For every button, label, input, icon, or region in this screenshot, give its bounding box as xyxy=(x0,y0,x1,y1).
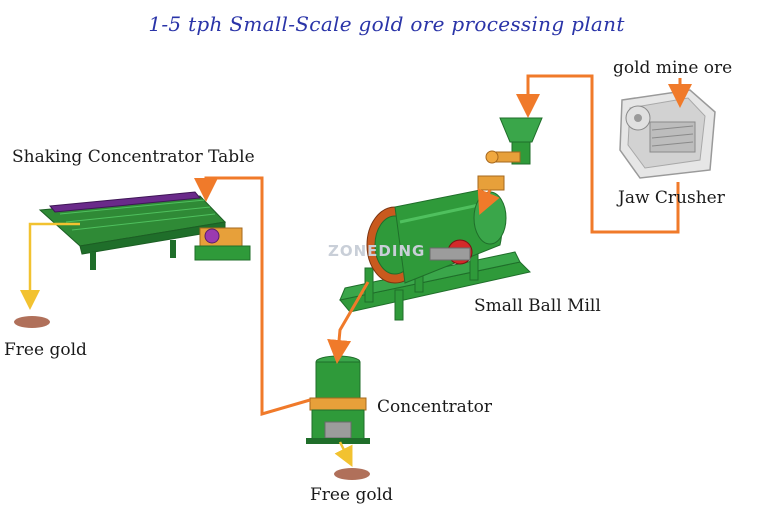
concentrator-to-table-line xyxy=(194,176,311,416)
diagram-title: 1-5 tph Small-Scale gold ore processing … xyxy=(148,12,625,36)
crusher-output-line xyxy=(516,74,680,234)
feeder-hopper xyxy=(477,117,543,191)
free-gold-left-label: Free gold xyxy=(4,340,87,360)
shaking-table-label: Shaking Concentrator Table xyxy=(12,147,255,167)
ball-mill-label: Small Ball Mill xyxy=(474,296,601,316)
free-gold-pile-bottom xyxy=(334,468,370,480)
ball-mill-machine xyxy=(339,189,531,321)
jaw-crusher-label: Jaw Crusher xyxy=(618,188,725,208)
concentrator-gold-output-line xyxy=(334,441,353,467)
concentrator-label: Concentrator xyxy=(377,397,493,417)
free-gold-bottom-label: Free gold xyxy=(310,485,393,505)
table-gold-output-line xyxy=(20,222,80,310)
brand-watermark: ZONEDING xyxy=(328,242,426,260)
shaking-table-machine xyxy=(38,191,251,270)
jaw-crusher-machine xyxy=(619,89,716,179)
feeder-to-mill-line xyxy=(477,188,500,216)
flow-lines xyxy=(194,74,680,416)
free-gold-pile-left xyxy=(14,316,50,328)
concentrator-machine xyxy=(306,355,370,444)
mill-to-concentrator-line xyxy=(327,281,370,364)
gold-mine-ore-label: gold mine ore xyxy=(613,58,733,78)
